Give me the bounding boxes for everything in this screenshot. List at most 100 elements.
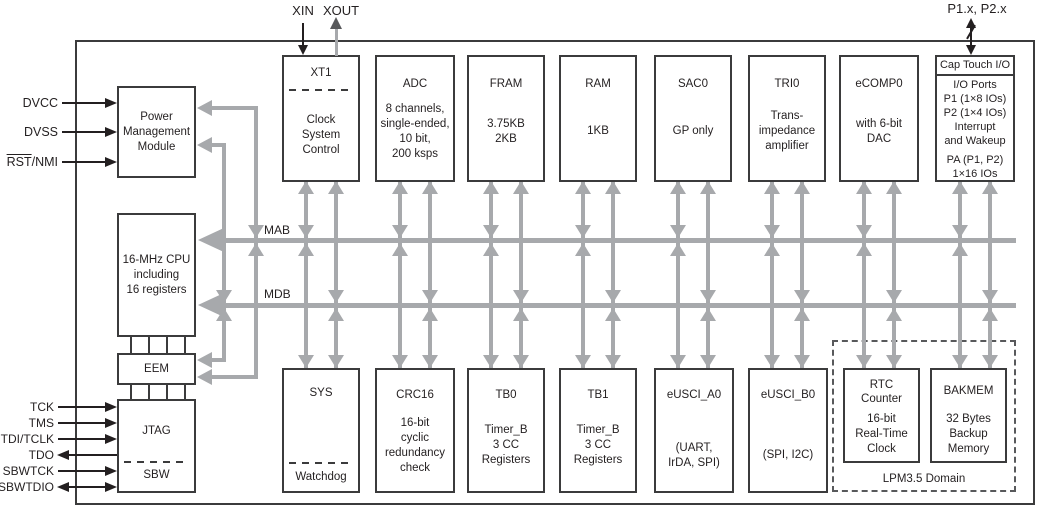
arrow-to-bus [605,290,621,303]
pin-line-xin [302,23,304,46]
arrow-to-bus [764,225,780,238]
block-ecomp0: eCOMP0 with 6-bit DAC [839,55,919,182]
bus-connector-line [304,181,308,368]
block-title: CRC16 [396,389,434,401]
block-title: TB1 [587,389,609,401]
arrow-to-bus [513,290,529,303]
block-eem: EEM [117,353,196,385]
bus-connector-line [428,181,432,368]
xout-arrow [330,17,342,29]
bus-connector-line [706,181,710,368]
arrow-to-bus [483,225,499,238]
bus-connector-line [489,181,493,368]
pin-line [58,422,106,424]
block-title: eCOMP0 [855,78,903,90]
arrow-to-bus [856,225,872,238]
block-body: Clock System Control [301,114,341,156]
bus-mab-cpu-arrow [198,227,226,253]
block-sys: SYS Watchdog [282,368,360,493]
arrow-into-bottom-block [982,355,998,368]
p1p2-arrow-down [965,45,976,55]
arrow-from-bus [605,308,621,321]
arrow-a-from-mab [248,243,264,256]
lpm35-domain: LPM3.5 Domain [832,340,1016,492]
arrow-into-top-block [670,181,686,194]
pin-label-dvss: DVSS [23,125,58,139]
arrow-to-bus [952,225,968,238]
pin-dvcc-line [62,102,106,104]
block-title: SYS [309,387,333,399]
xin-arrow [297,45,308,55]
arrow-from-bus [982,308,998,321]
block-body-2: PA (P1, P2) 1×16 IOs [946,154,1004,180]
block-divider [289,462,353,464]
pin-label-tms: TMS [28,416,54,430]
pin-label-xin: XIN [292,3,314,18]
pin-line [58,470,106,472]
pmm-eem-line-a [254,106,258,379]
block-body: with 6-bit DAC [855,117,903,145]
pin-line [58,406,106,408]
pmm-branch-b [210,143,226,147]
pin-line [69,486,105,488]
arrow-into-top-block [392,181,408,194]
arrow-into-bottom-block [605,355,621,368]
block-title: eUSCI_A0 [666,389,722,401]
bus-mdb-label: MDB [264,287,291,301]
pin-line-xout [334,28,338,56]
block-crc16: CRC16 16-bit cyclic redundancy check [375,368,455,493]
block-body: (UART, IrDA, SPI) [668,441,720,469]
arrow-into-bottom-block [794,355,810,368]
arrow-into-bottom-block [670,355,686,368]
pin-dvcc-arrow [105,97,117,108]
pin-arrow-in [105,481,117,492]
block-title: RAM [585,78,611,90]
arrow-into-top-block [700,181,716,194]
arrow-from-bus [886,308,902,321]
block-body: Trans- impedance amplifier [758,110,816,152]
block-footer: Watchdog [295,470,347,483]
pmm-eem-line-b [222,143,226,362]
arrow-into-bottom-block [483,355,499,368]
block-body: 16-bit cyclic redundancy check [384,416,446,474]
arrow-to-bus [575,225,591,238]
eem-jtag-tie [130,385,132,399]
rst-bar-text: RST [6,155,32,169]
arrow-b-to-mdb [216,290,232,303]
block-title: SAC0 [677,78,709,90]
arrow-into-top-block [483,181,499,194]
block-eusci_a0: eUSCI_A0 (UART, IrDA, SPI) [654,368,734,493]
pin-label-sbwtck: SBWTCK [2,464,54,478]
block-title: XT1 [310,67,332,79]
arrow-into-bottom-block [856,355,872,368]
bus-mdb [224,303,1016,308]
bus-connector-line [519,181,523,368]
p1p2-arrow-up [965,18,976,28]
pin-label-sbwtdio: SBWTDIO [0,480,54,494]
block-body: I/O Ports P1 (1×8 IOs) P2 (1×4 IOs) Inte… [943,79,1007,147]
pin-arrow-out [57,481,69,492]
pin-arrow-in [105,401,117,412]
block-body: Timer_B 3 CC Registers [573,424,623,466]
block-cpu: 16-MHz CPU including 16 registers [117,213,196,337]
arrow-from-bus [856,243,872,256]
eem-jtag-tie [184,385,186,399]
block-title: BAKMEM [943,385,994,397]
block-title: FRAM [489,78,523,90]
arrow-into-bottom-block [764,355,780,368]
arrow-into-bottom-block [886,355,902,368]
block-divider [289,89,353,91]
arrow-from-bus [794,308,810,321]
arrow-into-top-block [605,181,621,194]
pin-label-p1p2: P1.x, P2.x [947,1,1007,16]
arrow-from-bus [483,243,499,256]
bus-connector-line [892,181,896,368]
pin-line-p1p2 [970,26,972,47]
lpm35-domain-label: LPM3.5 Domain [882,473,966,485]
arrow-into-bottom-block [513,355,529,368]
